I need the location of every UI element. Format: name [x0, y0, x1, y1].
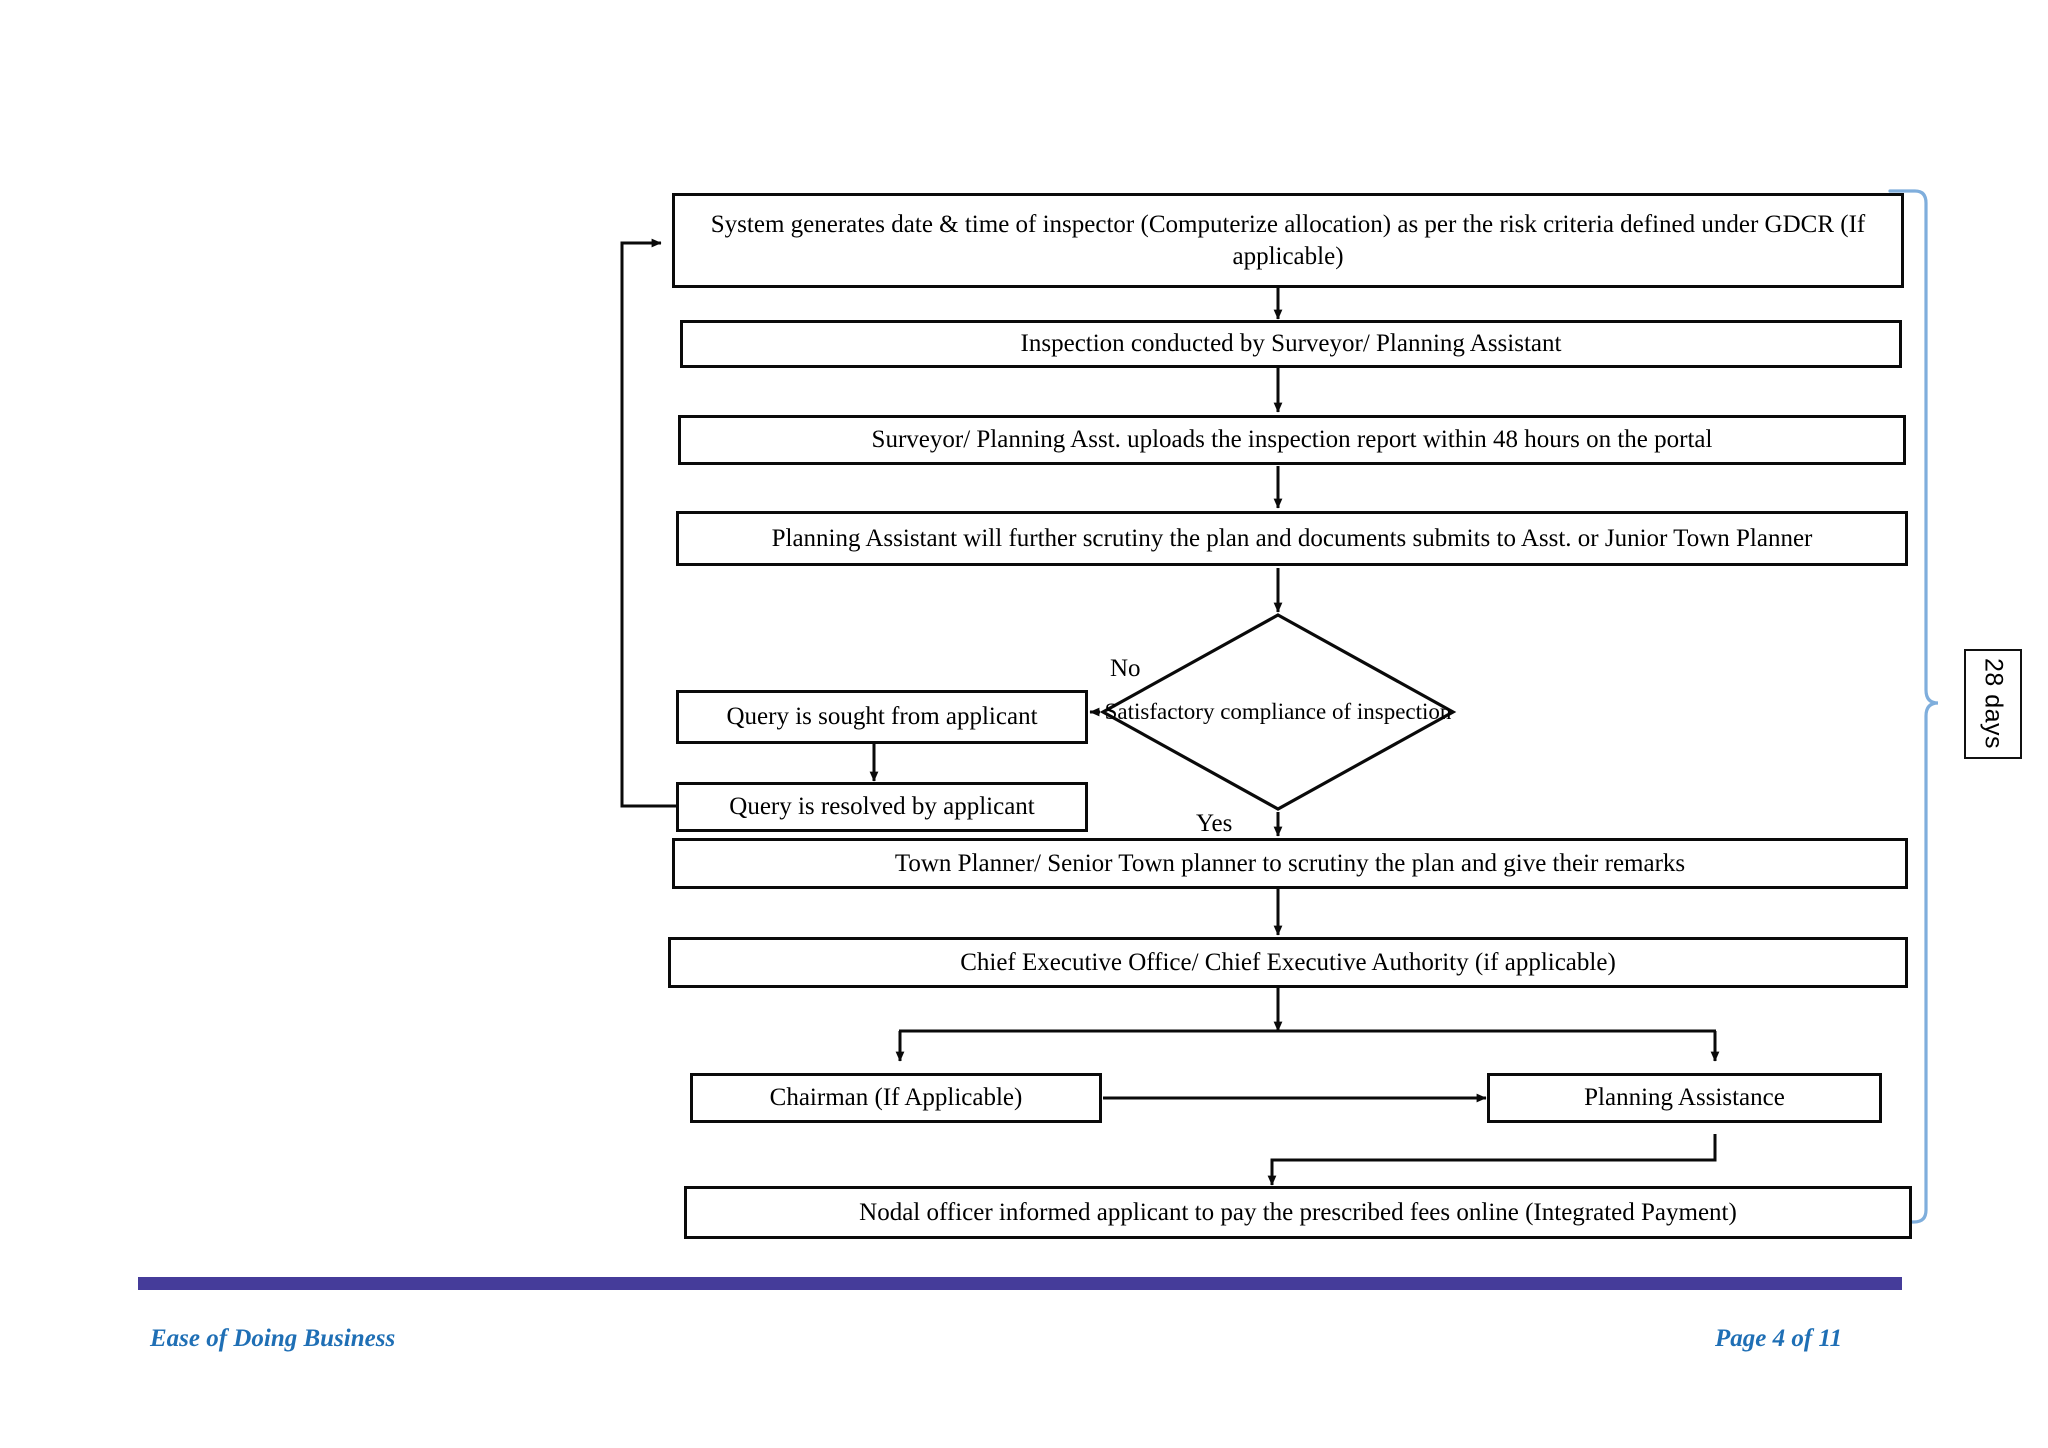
flow-node-label: Chief Executive Office/ Chief Executive … [960, 948, 1616, 976]
flow-node-chairman[interactable]: Chairman (If Applicable) [690, 1073, 1102, 1123]
edge-label-no: No [1110, 655, 1141, 683]
edge-label-yes: Yes [1196, 810, 1232, 838]
flow-node-label: Planning Assistance [1584, 1084, 1785, 1111]
flow-node-label: Planning Assistant will further scrutiny… [771, 524, 1813, 552]
flow-node-system-generates[interactable]: System generates date & time of inspecto… [672, 193, 1904, 288]
flow-node-nodal-officer[interactable]: Nodal officer informed applicant to pay … [684, 1186, 1912, 1239]
flow-node-query-resolved[interactable]: Query is resolved by applicant [676, 782, 1088, 832]
flow-node-label: Nodal officer informed applicant to pay … [859, 1198, 1737, 1226]
flow-node-label: Query is resolved by applicant [729, 793, 1035, 820]
flow-node-label: Inspection conducted by Surveyor/ Planni… [1020, 330, 1562, 357]
duration-badge-28-days[interactable]: 28 days [1964, 649, 2022, 759]
footer-divider-bar [138, 1277, 1902, 1290]
flow-node-planning-assistant-scrutiny[interactable]: Planning Assistant will further scrutiny… [676, 511, 1908, 566]
edge-label-no-text: No [1110, 655, 1141, 682]
flow-node-chief-executive[interactable]: Chief Executive Office/ Chief Executive … [668, 937, 1908, 988]
flow-node-town-planner-scrutiny[interactable]: Town Planner/ Senior Town planner to scr… [672, 838, 1908, 889]
flow-node-label: System generates date & time of inspecto… [710, 210, 1866, 270]
flow-node-inspection-conducted[interactable]: Inspection conducted by Surveyor/ Planni… [680, 320, 1902, 368]
flow-node-label: Chairman (If Applicable) [769, 1084, 1023, 1111]
flow-node-label: Surveyor/ Planning Asst. uploads the ins… [871, 426, 1713, 453]
flow-node-label: Query is sought from applicant [726, 703, 1038, 730]
flow-node-label: Town Planner/ Senior Town planner to scr… [894, 849, 1686, 877]
duration-badge-label: 28 days [1979, 658, 2008, 750]
footer-left-text: Ease of Doing Business [150, 1325, 396, 1352]
flow-node-uploads-report[interactable]: Surveyor/ Planning Asst. uploads the ins… [678, 415, 1906, 465]
flow-node-planning-assistance[interactable]: Planning Assistance [1487, 1073, 1882, 1123]
flow-decision-satisfactory-compliance[interactable]: Satisfactory compliance of inspection [1099, 612, 1457, 812]
footer-page-number: Page 4 of 11 [1715, 1325, 1843, 1352]
flow-node-query-sought[interactable]: Query is sought from applicant [676, 690, 1088, 744]
edge-label-yes-text: Yes [1196, 810, 1233, 837]
